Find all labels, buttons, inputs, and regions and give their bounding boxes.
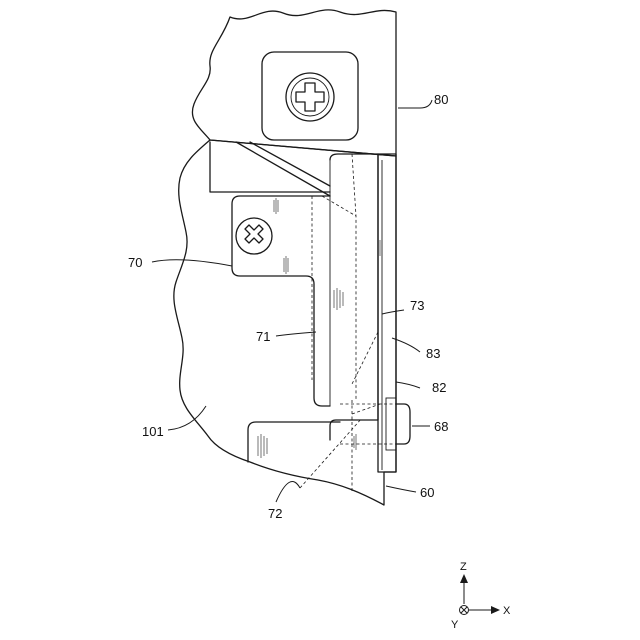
label-70: 70 <box>128 255 142 270</box>
screw-head-70 <box>236 218 272 254</box>
inclined-rib <box>236 142 330 196</box>
body-101-outline <box>174 140 396 505</box>
arrow-up-icon <box>460 574 468 583</box>
leader-70 <box>152 260 232 266</box>
label-80: 80 <box>434 92 448 107</box>
leader-73 <box>382 310 404 314</box>
label-60: 60 <box>420 485 434 500</box>
screw-cross-70-icon <box>245 225 263 243</box>
foot-lower <box>248 422 340 462</box>
label-72: 72 <box>268 506 282 521</box>
frame-80-outline <box>192 10 396 156</box>
leader-72 <box>276 482 300 502</box>
arrow-right-icon <box>491 606 500 614</box>
leader-60 <box>386 486 416 492</box>
hatch-group <box>258 198 380 458</box>
label-68: 68 <box>434 419 448 434</box>
leader-71 <box>276 332 316 336</box>
axis-label-y: Y <box>451 619 459 631</box>
knob-68 <box>396 404 410 444</box>
cavity-top-step <box>210 142 330 192</box>
axis-indicator: Z X Y <box>451 561 511 631</box>
leader-80 <box>398 100 432 108</box>
axis-label-z: Z <box>460 561 467 573</box>
knob-68-stem <box>386 398 396 450</box>
label-101: 101 <box>142 424 164 439</box>
leader-82 <box>396 382 420 388</box>
label-82: 82 <box>432 380 446 395</box>
label-83: 83 <box>426 346 440 361</box>
screw-rim-80 <box>291 78 329 116</box>
screw-head-80 <box>286 73 334 121</box>
screw-cross-80-icon <box>296 83 324 111</box>
screw-boss-80 <box>262 52 358 140</box>
axis-label-x: X <box>503 605 511 617</box>
label-71: 71 <box>256 329 270 344</box>
label-73: 73 <box>410 298 424 313</box>
